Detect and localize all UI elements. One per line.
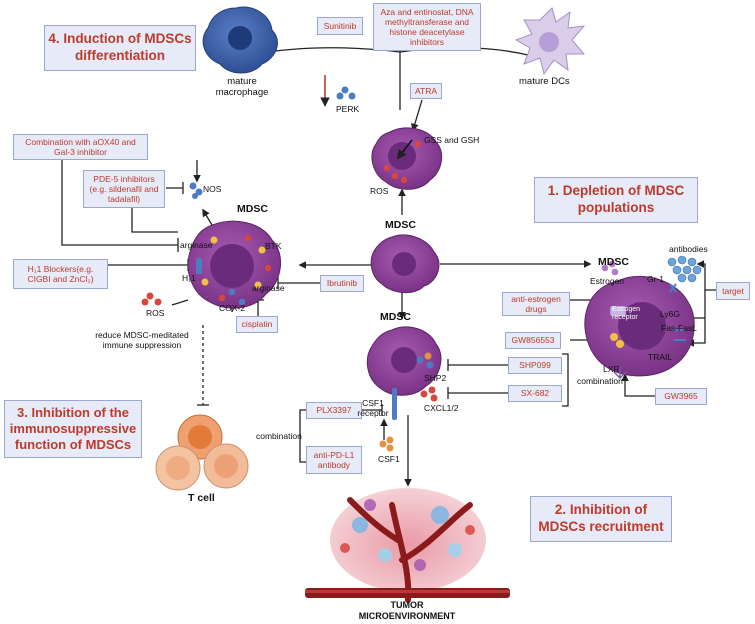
drug-sunitinib: Sunitinib [317, 17, 363, 35]
drug-plx3397: PLX3397 [306, 402, 362, 419]
label-mature-dcs: mature DCs [519, 76, 570, 87]
drug-pde5-inhibitors: PDE-5 inhibitors (e.g. sildenafil and ta… [83, 170, 165, 208]
top-mdsc-cell [371, 127, 443, 190]
label-antibodies: antibodies [669, 244, 708, 254]
drug-sx682: SX-682 [508, 385, 562, 402]
label-btk: BTK [265, 241, 282, 251]
label-shp2: SHP2 [424, 373, 447, 383]
drug-shp099: SHP099 [508, 357, 562, 374]
drug-atra: ATRA [410, 83, 442, 99]
estrogen-molecules [601, 260, 619, 276]
aox40-to-arginase [61, 160, 178, 246]
label-estrogen-receptor: Estrogen receptor [612, 306, 641, 322]
label-cxcl: CXCL1/2 [424, 403, 459, 413]
label-combination-left: combination [256, 431, 302, 441]
left-mdsc-cell [187, 220, 282, 309]
label-arginase-1: arginase [180, 240, 213, 250]
drug-cisplatin: cisplatin [236, 316, 278, 333]
label-mdsc-left: MDSC [237, 203, 268, 215]
label-mdsc-right: MDSC [598, 256, 629, 268]
drug-target: target [716, 282, 750, 300]
label-h1: H₁1 [182, 273, 196, 283]
drug-gw3965: GW3965 [655, 388, 707, 405]
drug-ibrutinib: Ibrutinib [320, 275, 364, 292]
csf1-receptor-shape [392, 388, 397, 420]
arrow-atra [411, 99, 423, 132]
combination-right-bracket [562, 353, 569, 407]
bottom-mdsc-cell [366, 326, 442, 420]
combination-left-bracket [299, 409, 306, 463]
target-to-antibodies [696, 260, 725, 291]
label-arginase-2: arginase [252, 283, 285, 293]
drug-aza-entinostat: Aza and entinostat, DNA methyltransferas… [373, 3, 481, 51]
mature-macrophage-cell [202, 6, 278, 74]
label-estrogen: Estrogen [590, 276, 625, 286]
label-cox2: COX-2 [219, 303, 245, 313]
label-tcell: T cell [188, 492, 215, 504]
label-ly6g: Ly6G [660, 309, 681, 319]
drug-aox40-combination: Combination with aOX40 and Gal-3 inhibit… [13, 134, 148, 160]
gw3965-arrow [621, 373, 655, 397]
label-mdsc-bottom: MDSC [380, 311, 411, 323]
cxcl-molecules [420, 386, 438, 402]
drug-anti-estrogen: anti-estrogen drugs [502, 292, 570, 316]
label-lxr: LXR [603, 364, 620, 374]
drug-anti-pdl1: anti-PD-L1 antibody [306, 446, 362, 474]
label-csf1: CSF1 [378, 454, 400, 464]
target-to-trail [686, 290, 706, 347]
label-nos: NOS [203, 184, 222, 194]
label-perk: PERK [336, 104, 360, 114]
label-trail: TRAIL [648, 352, 673, 362]
shp2-molecules [416, 352, 434, 369]
heading-recruitment: 2. Inhibition of MDSCs recruitment [530, 496, 672, 542]
label-mdsc-center: MDSC [385, 219, 416, 231]
label-tumor-microenvironment: TUMOR MICROENVIRONMENT [358, 600, 456, 621]
label-csf1-receptor: CSF1 receptor [357, 398, 389, 419]
label-reduce-suppression: reduce MDSC-meditated immune suppression [95, 330, 189, 351]
label-mature-macrophage: mature macrophage [215, 76, 269, 99]
tumor-microenvironment-art [305, 488, 510, 603]
antibodies-cluster [667, 255, 702, 283]
nos-molecules [189, 182, 203, 199]
mdsc-to-ros-line [171, 299, 189, 306]
heading-depletion: 1. Depletion of MDSC populations [534, 177, 698, 223]
right-mdsc-cell [584, 276, 695, 380]
csf1-molecules [379, 436, 394, 452]
t-cell-group [155, 414, 249, 491]
ros-left-molecules [141, 292, 162, 306]
pde5-to-arginase [131, 208, 178, 233]
label-ros-top: ROS [370, 186, 389, 196]
label-ros-left: ROS [146, 308, 165, 318]
drug-h1-blockers: H₁1 Blockers(e.g. CIGBI and ZnCl₂) [13, 259, 108, 289]
label-combination-right: combination [577, 376, 623, 386]
perk-molecules [336, 86, 356, 100]
heading-inhibition-function: 3. Inhibition of the immunosuppressive f… [4, 400, 142, 458]
label-gss-gsh: GSS and GSH [424, 135, 480, 145]
center-mdsc-cell [370, 234, 440, 293]
drug-gw856553: GW856553 [505, 332, 561, 349]
heading-induction: 4. Induction of MDSCs differentiation [44, 25, 196, 71]
mature-dc-cell [514, 7, 586, 76]
label-fas-fasl: Fas-FasL [661, 323, 697, 333]
label-gr1: Gr-1 [647, 274, 664, 284]
